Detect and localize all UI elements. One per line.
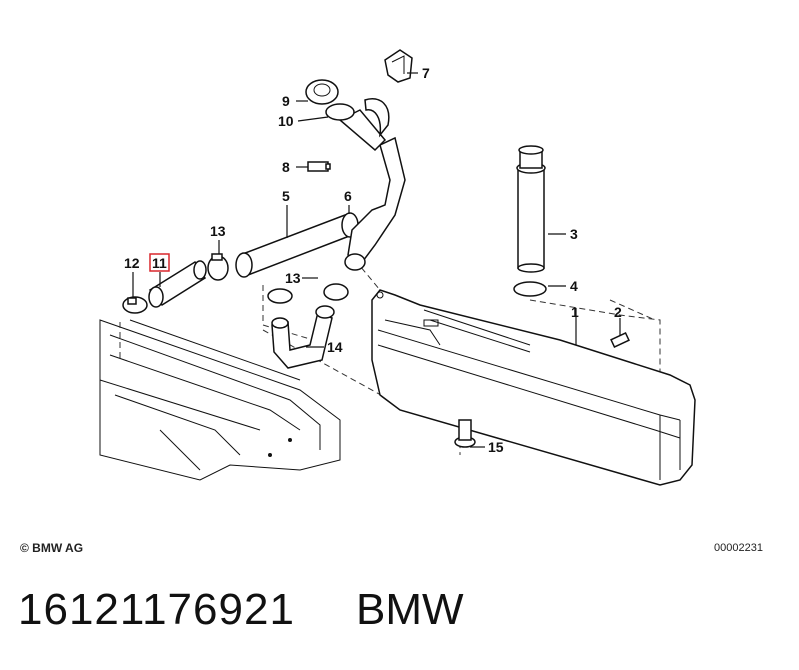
part-number: 16121176921 [18,585,295,634]
callout-1: 1 [571,304,579,320]
callout-13-lower: 13 [285,270,301,286]
gasket-ring [325,103,355,121]
callout-7: 7 [422,65,430,81]
vent-hose-11 [148,260,207,308]
diagram-number: 00002231 [714,542,763,554]
callout-2: 2 [614,304,622,320]
callout-8: 8 [282,159,290,175]
filler-cap [305,79,339,105]
callout-13-upper: 13 [210,223,226,239]
callout-9: 9 [282,93,290,109]
callout-12: 12 [124,255,140,271]
copyright-notice: © BMW AG [20,541,84,555]
brand-name: BMW [356,585,464,634]
bolt [610,331,630,349]
callout-4: 4 [570,278,578,294]
screw [307,161,331,172]
left-tank-outline [99,319,341,481]
parts-diagram: 1 2 3 4 5 6 7 8 9 10 11 12 13 13 14 15 [99,49,696,486]
callout-11-highlight [149,253,170,272]
hose-clamp-13-lower [267,283,349,304]
callout-3: 3 [570,226,578,242]
callout-labels: 1 2 3 4 5 6 7 8 9 10 11 12 13 13 14 15 [124,65,622,455]
o-ring [513,281,547,297]
leader-lines [132,72,621,448]
callout-15: 15 [488,439,504,455]
fuel-tank [371,289,696,486]
callout-10: 10 [278,113,294,129]
elbow-hose-14 [271,305,335,369]
fuel-level-sender [516,145,546,273]
callout-5: 5 [282,188,290,204]
callout-14: 14 [327,339,343,355]
drain-plug [454,419,476,448]
filler-hose [235,98,406,278]
hose-clamp-12 [122,296,148,314]
callout-6: 6 [344,188,352,204]
callout-11: 11 [152,255,167,271]
clip [384,49,413,83]
hose-clamp-13-upper [207,253,229,281]
